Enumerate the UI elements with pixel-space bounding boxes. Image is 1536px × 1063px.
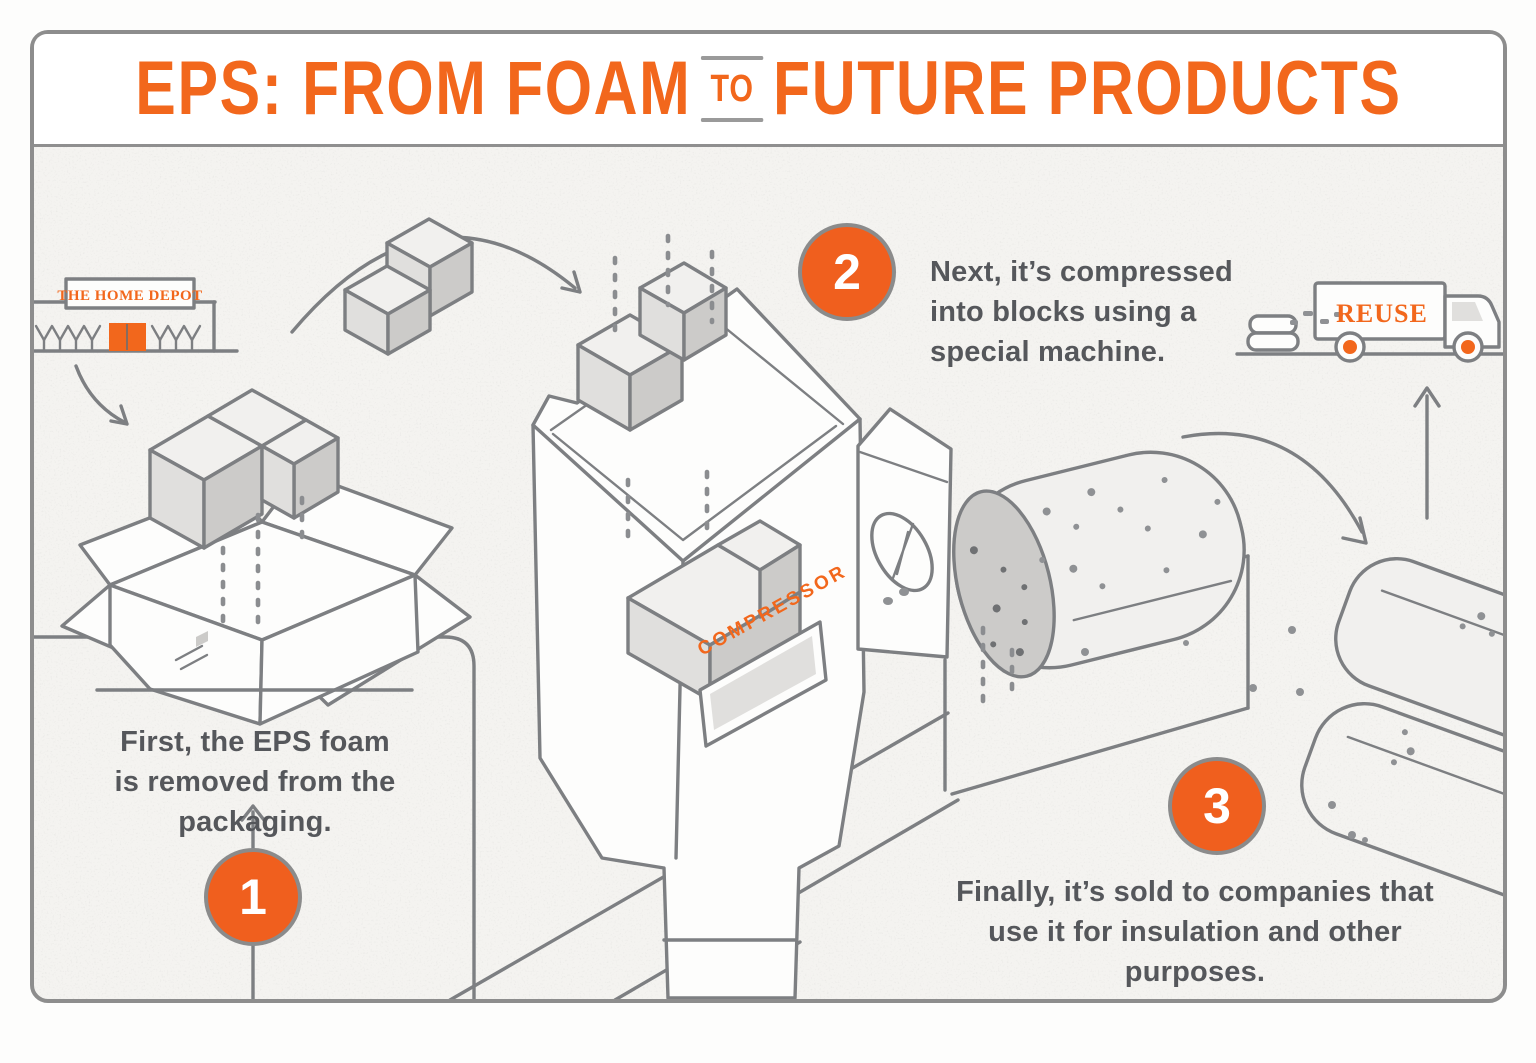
store-sign	[64, 277, 196, 310]
flying-foam-piece	[343, 217, 474, 356]
store-sign-label: THE HOME DEPOT	[57, 288, 202, 304]
step-3-text: Finally, it’s sold to companies that use…	[956, 876, 1434, 988]
falling-foam-upper	[576, 261, 728, 432]
page-title: EPS: FROM FOAM TO FUTURE PRODUCTS	[135, 51, 1401, 127]
packaging-box	[60, 388, 472, 726]
step1-pointer-icon	[240, 804, 266, 999]
lightning-emblem-icon	[870, 511, 934, 593]
compressor-panel	[698, 620, 828, 748]
step-2-number: 2	[833, 244, 861, 300]
detail-callout	[34, 635, 476, 999]
title-connector: TO	[700, 56, 764, 122]
step-2-text: Next, it’s compressed into blocks using …	[930, 256, 1233, 368]
reuse-truck-label: REUSE	[1336, 299, 1428, 328]
bales-to-truck-arrow-icon	[1413, 386, 1441, 520]
box-logo-icon	[174, 631, 209, 671]
title-band: EPS: FROM FOAM TO FUTURE PRODUCTS	[34, 34, 1503, 147]
compressor-machine: COMPRESSOR	[531, 233, 866, 999]
reuse-truck: REUSE	[1235, 281, 1503, 363]
home-depot-store: THE HOME DEPOT	[34, 277, 239, 426]
bale-stack	[1183, 557, 1503, 916]
dust-trail-icon	[1290, 311, 1343, 325]
log-to-bales-arrow-icon	[1181, 431, 1368, 545]
title-part-2: FUTURE PRODUCTS	[773, 46, 1402, 131]
power-unit	[856, 407, 953, 659]
step-1-number: 1	[239, 869, 267, 925]
store-to-box-arrow-icon	[74, 364, 129, 426]
title-part-1: EPS: FROM FOAM	[135, 46, 692, 131]
step-3-number: 3	[1203, 778, 1231, 834]
step-3-badge: 3	[1168, 757, 1266, 855]
foam-log	[952, 450, 1246, 679]
step-2-badge: 2	[798, 223, 896, 321]
falling-foam-lower	[626, 519, 802, 702]
foam-piece-in-box	[148, 388, 340, 550]
step-1-badge: 1	[204, 848, 302, 946]
step-1-text: First, the EPS foam is removed from the …	[114, 726, 396, 838]
